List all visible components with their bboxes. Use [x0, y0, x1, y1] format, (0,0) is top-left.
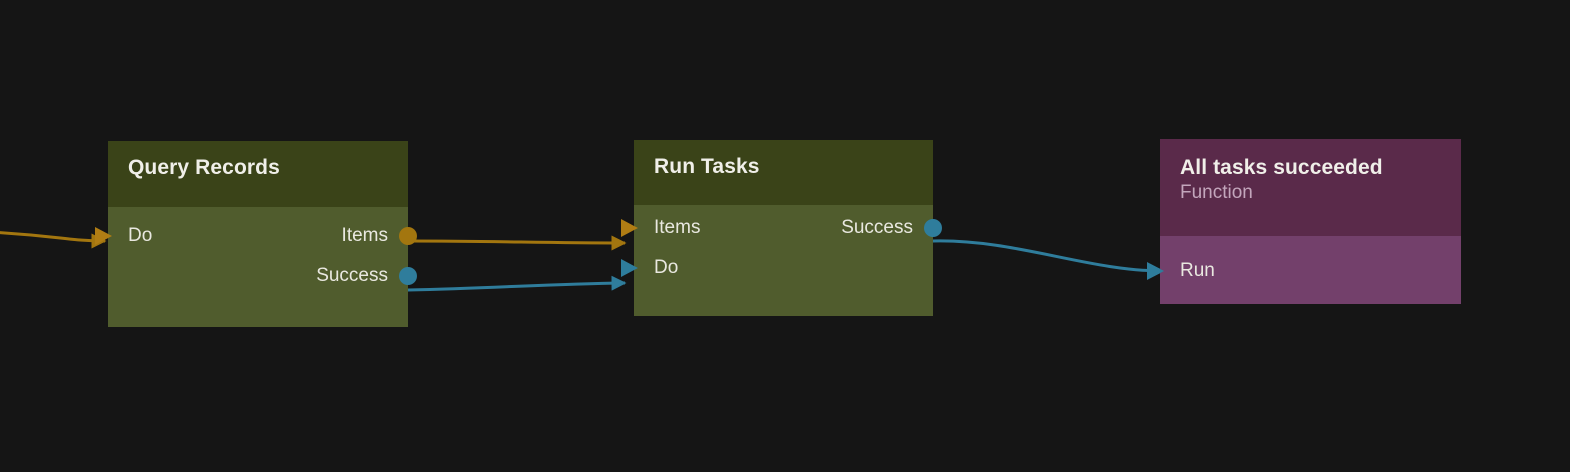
node-title: Run Tasks: [654, 155, 760, 178]
node-run-tasks[interactable]: Run Tasks Items Do Success: [621, 140, 942, 316]
output-port-success[interactable]: Success: [108, 256, 417, 296]
node-body: Items Do Success: [621, 205, 942, 316]
output-port-success[interactable]: Success: [841, 208, 913, 248]
port-label: Do: [128, 225, 153, 246]
node-header[interactable]: All tasks succeeded Function: [1160, 139, 1461, 236]
node-title: All tasks succeeded: [1180, 156, 1383, 179]
node-title: Query Records: [128, 156, 280, 179]
query-items-to-run-items-wire[interactable]: [407, 235, 627, 251]
port-label: Do: [654, 257, 679, 278]
node-all-tasks-succeeded[interactable]: All tasks succeeded Function Run: [1147, 139, 1461, 304]
incoming-do-wire[interactable]: [0, 231, 107, 249]
exec-output-dot-icon[interactable]: [399, 267, 417, 285]
port-label: Run: [1180, 260, 1215, 281]
data-output-dot-icon[interactable]: [399, 227, 417, 245]
node-header[interactable]: Query Records: [108, 141, 408, 207]
exec-input-arrow-icon: [621, 259, 638, 277]
data-input-arrow-icon: [621, 219, 638, 237]
input-port-items[interactable]: Items: [621, 208, 942, 248]
run-success-to-all-tasks-run-wire[interactable]: [932, 239, 1165, 279]
node-query-records[interactable]: Query Records Do Success Items: [95, 141, 417, 327]
exec-input-arrow-icon: [1147, 262, 1164, 280]
output-port-items[interactable]: Items: [342, 216, 388, 256]
node-header[interactable]: Run Tasks: [634, 140, 933, 205]
query-success-to-run-do-wire[interactable]: [407, 275, 627, 292]
port-label: Success: [316, 265, 388, 286]
node-body: Run: [1147, 236, 1461, 304]
node-subtitle: Function: [1180, 182, 1253, 203]
node-body: Do Success Items: [95, 207, 417, 327]
input-port-do[interactable]: Do: [621, 248, 933, 288]
exec-output-dot-icon[interactable]: [924, 219, 942, 237]
port-label: Items: [654, 217, 701, 238]
port-label: Success: [841, 217, 913, 238]
input-port-run[interactable]: Run: [1147, 251, 1461, 291]
exec-input-arrow-icon: [95, 227, 112, 245]
port-label: Items: [341, 225, 388, 246]
